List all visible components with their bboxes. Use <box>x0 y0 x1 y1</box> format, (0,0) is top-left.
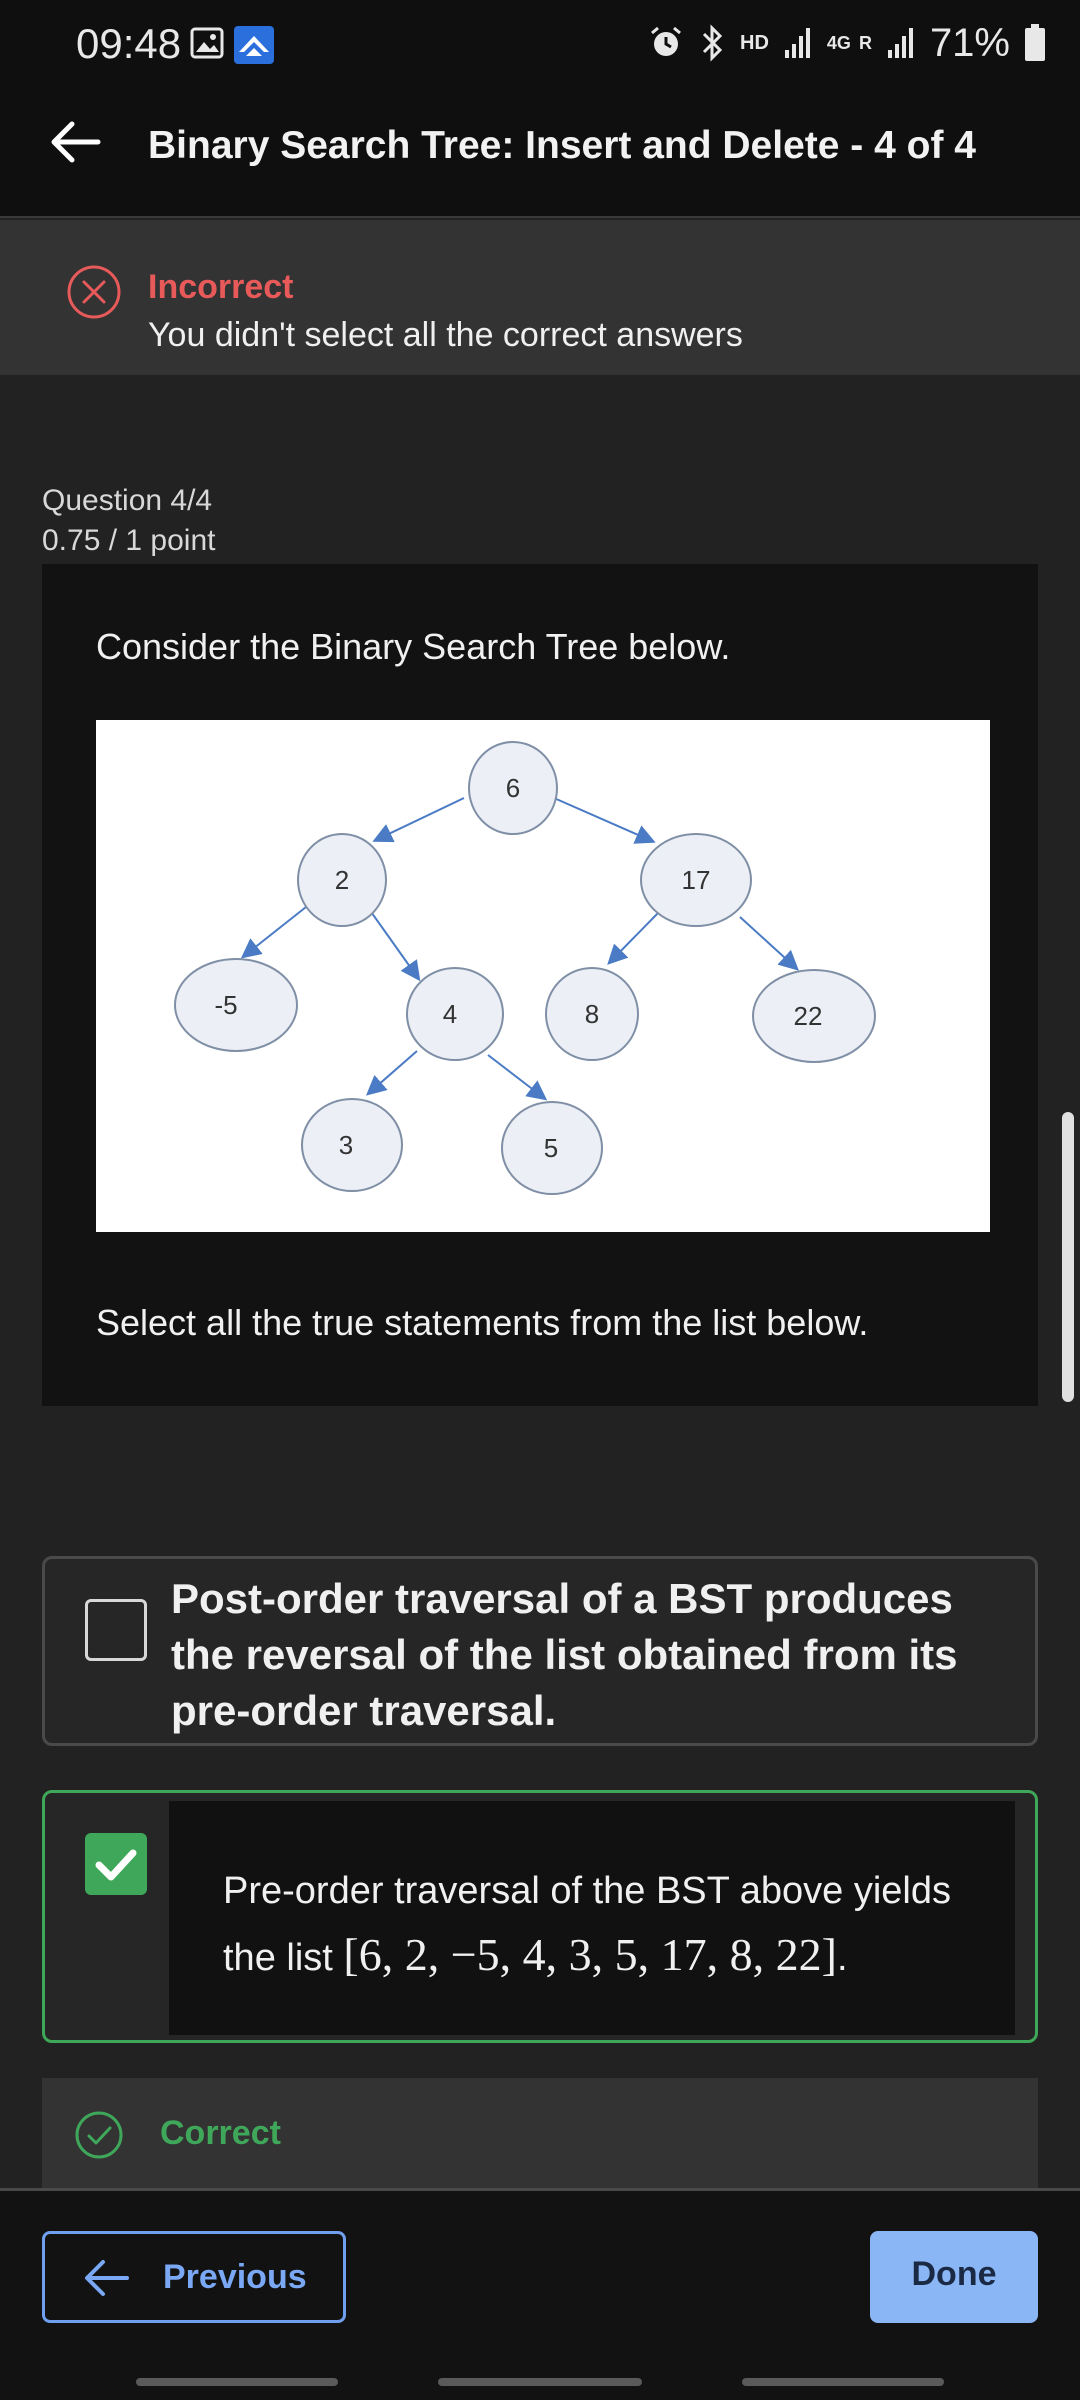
question-card: Consider the Binary Search Tree below. <box>42 564 1038 1406</box>
correct-check-circle-icon <box>75 2111 123 2159</box>
question-number: Question 4/4 <box>42 484 213 517</box>
system-nav-indicator <box>136 2378 338 2386</box>
feedback-status: Incorrect <box>148 268 294 306</box>
gallery-icon <box>190 27 224 59</box>
node-circle <box>301 1098 403 1192</box>
network-4g-label: 4G <box>826 32 851 53</box>
feedback-banner: Incorrect You didn't select all the corr… <box>0 220 1080 375</box>
feedback-correct-label: Correct <box>160 2114 281 2152</box>
alarm-icon <box>651 26 681 56</box>
node-label: 6 <box>506 773 520 803</box>
option-math-list: [6, 2, −5, 4, 3, 5, 17, 8, 22] <box>343 1929 837 1980</box>
network-r-label: R <box>858 32 872 53</box>
node-circle <box>752 969 876 1063</box>
question-instruction: Select all the true statements from the … <box>96 1302 869 1343</box>
tree-nodes <box>174 741 876 1195</box>
node-label: 22 <box>794 1001 823 1031</box>
node-circle <box>640 833 752 927</box>
question-prompt: Consider the Binary Search Tree below. <box>96 626 731 667</box>
node-circle <box>468 741 558 835</box>
option-checkbox-checked[interactable] <box>85 1833 147 1895</box>
back-arrow-icon[interactable] <box>48 114 104 170</box>
battery-icon <box>1025 24 1045 61</box>
tree-labels: 6 2 17 -5 4 8 22 3 5 <box>214 773 822 1163</box>
node-circle <box>545 967 639 1061</box>
status-bar: 09:48 HD <box>0 0 1080 88</box>
signal-icon <box>887 28 913 58</box>
page-title: Binary Search Tree: Insert and Delete - … <box>148 124 976 167</box>
edge-6-2 <box>372 797 465 843</box>
signal-icon <box>784 28 810 58</box>
option-text-prefix: Pre-order traversal of the BST above yie… <box>223 1870 951 1979</box>
node-label: 17 <box>682 865 711 895</box>
network-hd-label: HD <box>740 31 769 54</box>
system-nav-indicator <box>438 2378 642 2386</box>
app-notification-icon <box>234 26 274 64</box>
edge-4-5 <box>487 1054 548 1101</box>
tree-edges <box>240 797 799 1101</box>
edge-17-22 <box>739 916 799 971</box>
previous-label: Previous <box>163 2258 307 2296</box>
node-circle <box>501 1101 603 1195</box>
edge-4-3 <box>365 1050 418 1096</box>
done-button[interactable]: Done <box>870 2231 1038 2323</box>
option-checkbox-unchecked[interactable] <box>85 1599 147 1661</box>
edge-2-neg5 <box>240 906 307 959</box>
bottom-nav-bar: Previous Done <box>0 2188 1080 2400</box>
bst-diagram: 6 2 17 -5 4 8 22 3 5 <box>96 720 990 1232</box>
option-text: Post-order traversal of a BST produces t… <box>171 1575 958 1734</box>
edge-2-4 <box>368 908 421 982</box>
previous-button[interactable]: Previous <box>42 2231 346 2323</box>
bluetooth-icon <box>702 24 723 62</box>
node-label: 4 <box>443 999 457 1029</box>
node-label: 2 <box>335 865 349 895</box>
checkmark-icon <box>95 1849 137 1881</box>
question-points: 0.75 / 1 point <box>42 524 216 557</box>
node-label: 8 <box>585 999 599 1029</box>
option-content-panel: Pre-order traversal of the BST above yie… <box>169 1801 1015 2035</box>
node-circle <box>174 958 298 1052</box>
edge-17-8 <box>607 910 661 965</box>
option-text-suffix: . <box>836 1937 848 1979</box>
node-circle <box>406 967 504 1061</box>
answer-option-2[interactable]: Pre-order traversal of the BST above yie… <box>42 1790 1038 2043</box>
scrollbar[interactable] <box>1062 1112 1074 1402</box>
status-right-cluster: HD 4G R 71% <box>648 18 1046 68</box>
node-circle <box>297 833 387 927</box>
done-label: Done <box>911 2255 997 2293</box>
node-label: 5 <box>544 1133 558 1163</box>
battery-percent: 71% <box>929 20 1010 65</box>
option-text: Pre-order traversal of the BST above yie… <box>223 1859 983 1990</box>
incorrect-circle-icon <box>67 265 121 319</box>
system-nav-indicator <box>742 2378 944 2386</box>
node-label: -5 <box>214 990 237 1020</box>
edge-6-17 <box>553 797 656 844</box>
app-bar: Binary Search Tree: Insert and Delete - … <box>0 88 1080 218</box>
status-time: 09:48 <box>76 20 182 67</box>
arrow-left-icon <box>85 2260 129 2296</box>
option-feedback: Correct <box>42 2078 1038 2190</box>
feedback-message: You didn't select all the correct answer… <box>148 316 743 354</box>
answer-option-1[interactable]: Post-order traversal of a BST produces t… <box>42 1556 1038 1746</box>
node-label: 3 <box>339 1130 353 1160</box>
